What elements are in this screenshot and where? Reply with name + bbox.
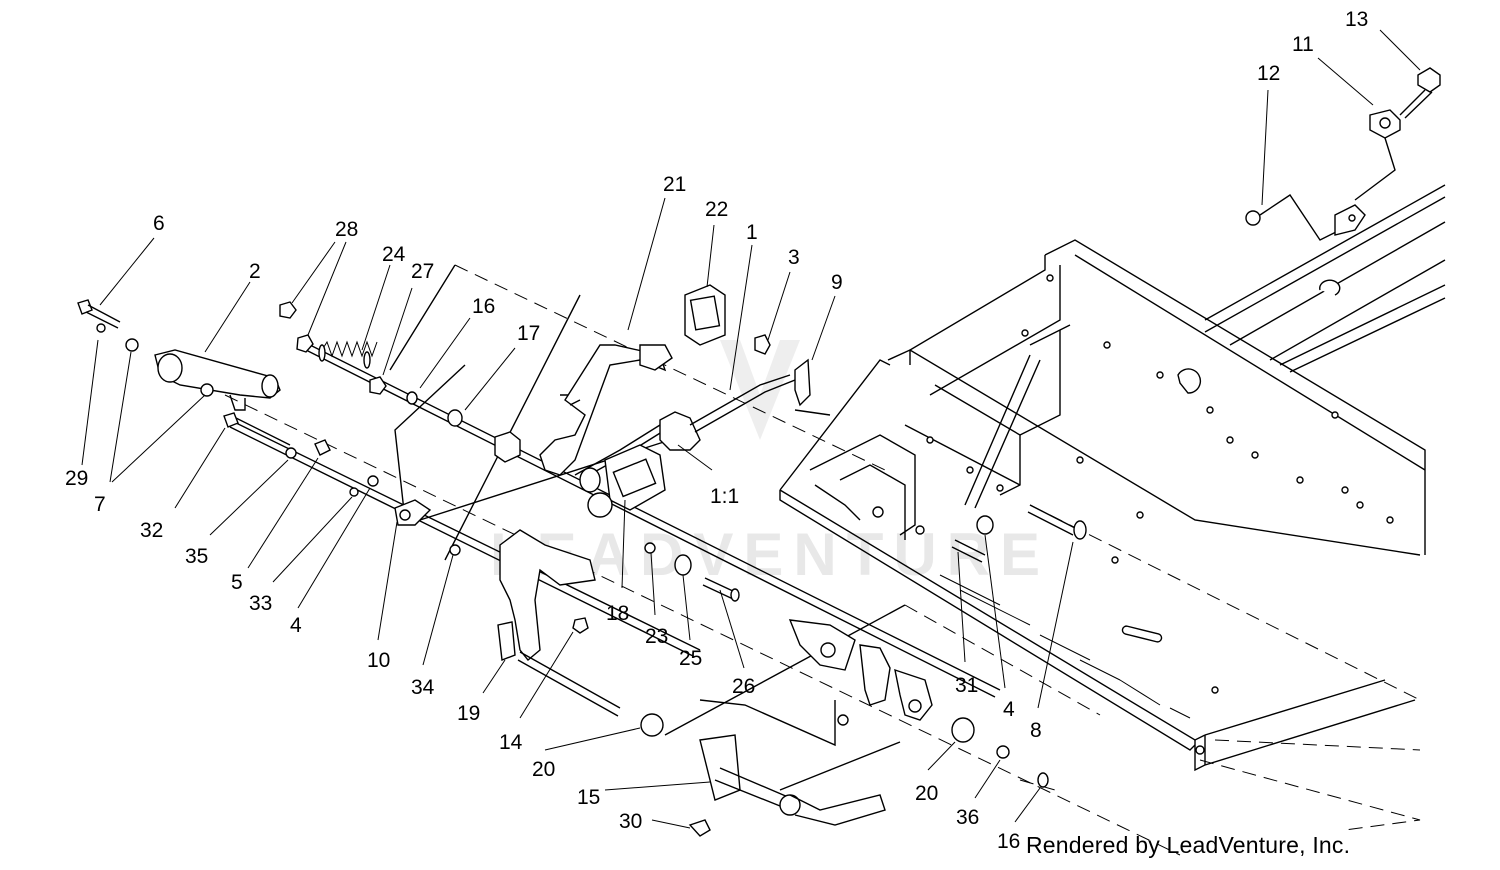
callout-27: 27 <box>411 260 434 283</box>
callout-20-left: 20 <box>532 758 555 781</box>
callout-18: 18 <box>606 602 629 625</box>
watermark: LEADVENTURE <box>490 340 1040 588</box>
callout-4-right: 4 <box>1003 698 1015 721</box>
assembly-lines <box>224 264 1421 856</box>
callout-29: 29 <box>65 467 88 490</box>
callout-4-left: 4 <box>290 614 302 637</box>
callout-25: 25 <box>679 647 702 670</box>
frame-holes <box>872 274 1394 755</box>
callout-8: 8 <box>1030 719 1042 742</box>
callout-6: 6 <box>153 212 165 235</box>
credit-text: Rendered by LeadVenture, Inc. <box>1026 832 1351 858</box>
callout-17: 17 <box>517 322 540 345</box>
callout-28: 28 <box>335 218 358 241</box>
leader-lines <box>81 29 1421 829</box>
callout-16-top: 16 <box>472 295 495 318</box>
callout-1: 1 <box>746 221 758 244</box>
callout-22: 22 <box>705 198 728 221</box>
callout-15: 15 <box>577 786 600 809</box>
callout-31: 31 <box>955 674 978 697</box>
callouts: 13 11 12 21 22 1 3 9 6 2 28 24 27 16 17 … <box>65 8 1368 853</box>
callout-11: 11 <box>1292 33 1314 56</box>
callout-12: 12 <box>1257 62 1280 85</box>
callout-14: 14 <box>499 731 523 754</box>
callout-34: 34 <box>411 676 435 699</box>
callout-36: 36 <box>956 806 979 829</box>
callout-7: 7 <box>94 493 106 516</box>
callout-26: 26 <box>732 675 755 698</box>
frame-assembly <box>779 184 1446 772</box>
callout-10: 10 <box>367 649 390 672</box>
callout-9: 9 <box>831 271 843 294</box>
callout-33: 33 <box>249 592 272 615</box>
hardware-upper-right <box>1245 67 1441 241</box>
callout-20-right: 20 <box>915 782 938 805</box>
callout-23: 23 <box>645 625 668 648</box>
callout-ratio: 1:1 <box>710 485 739 508</box>
callout-13: 13 <box>1345 8 1368 31</box>
callout-21: 21 <box>663 173 686 196</box>
callout-19: 19 <box>457 702 480 725</box>
callout-24: 24 <box>382 243 406 266</box>
spring <box>318 340 378 369</box>
callout-32: 32 <box>140 519 163 542</box>
callout-5: 5 <box>231 571 243 594</box>
callout-35: 35 <box>185 545 208 568</box>
callout-2: 2 <box>249 260 261 283</box>
shaft-assembly <box>77 284 1087 837</box>
callout-3: 3 <box>788 246 800 269</box>
callout-16-bottom: 16 <box>997 830 1020 853</box>
callout-30: 30 <box>619 810 642 833</box>
